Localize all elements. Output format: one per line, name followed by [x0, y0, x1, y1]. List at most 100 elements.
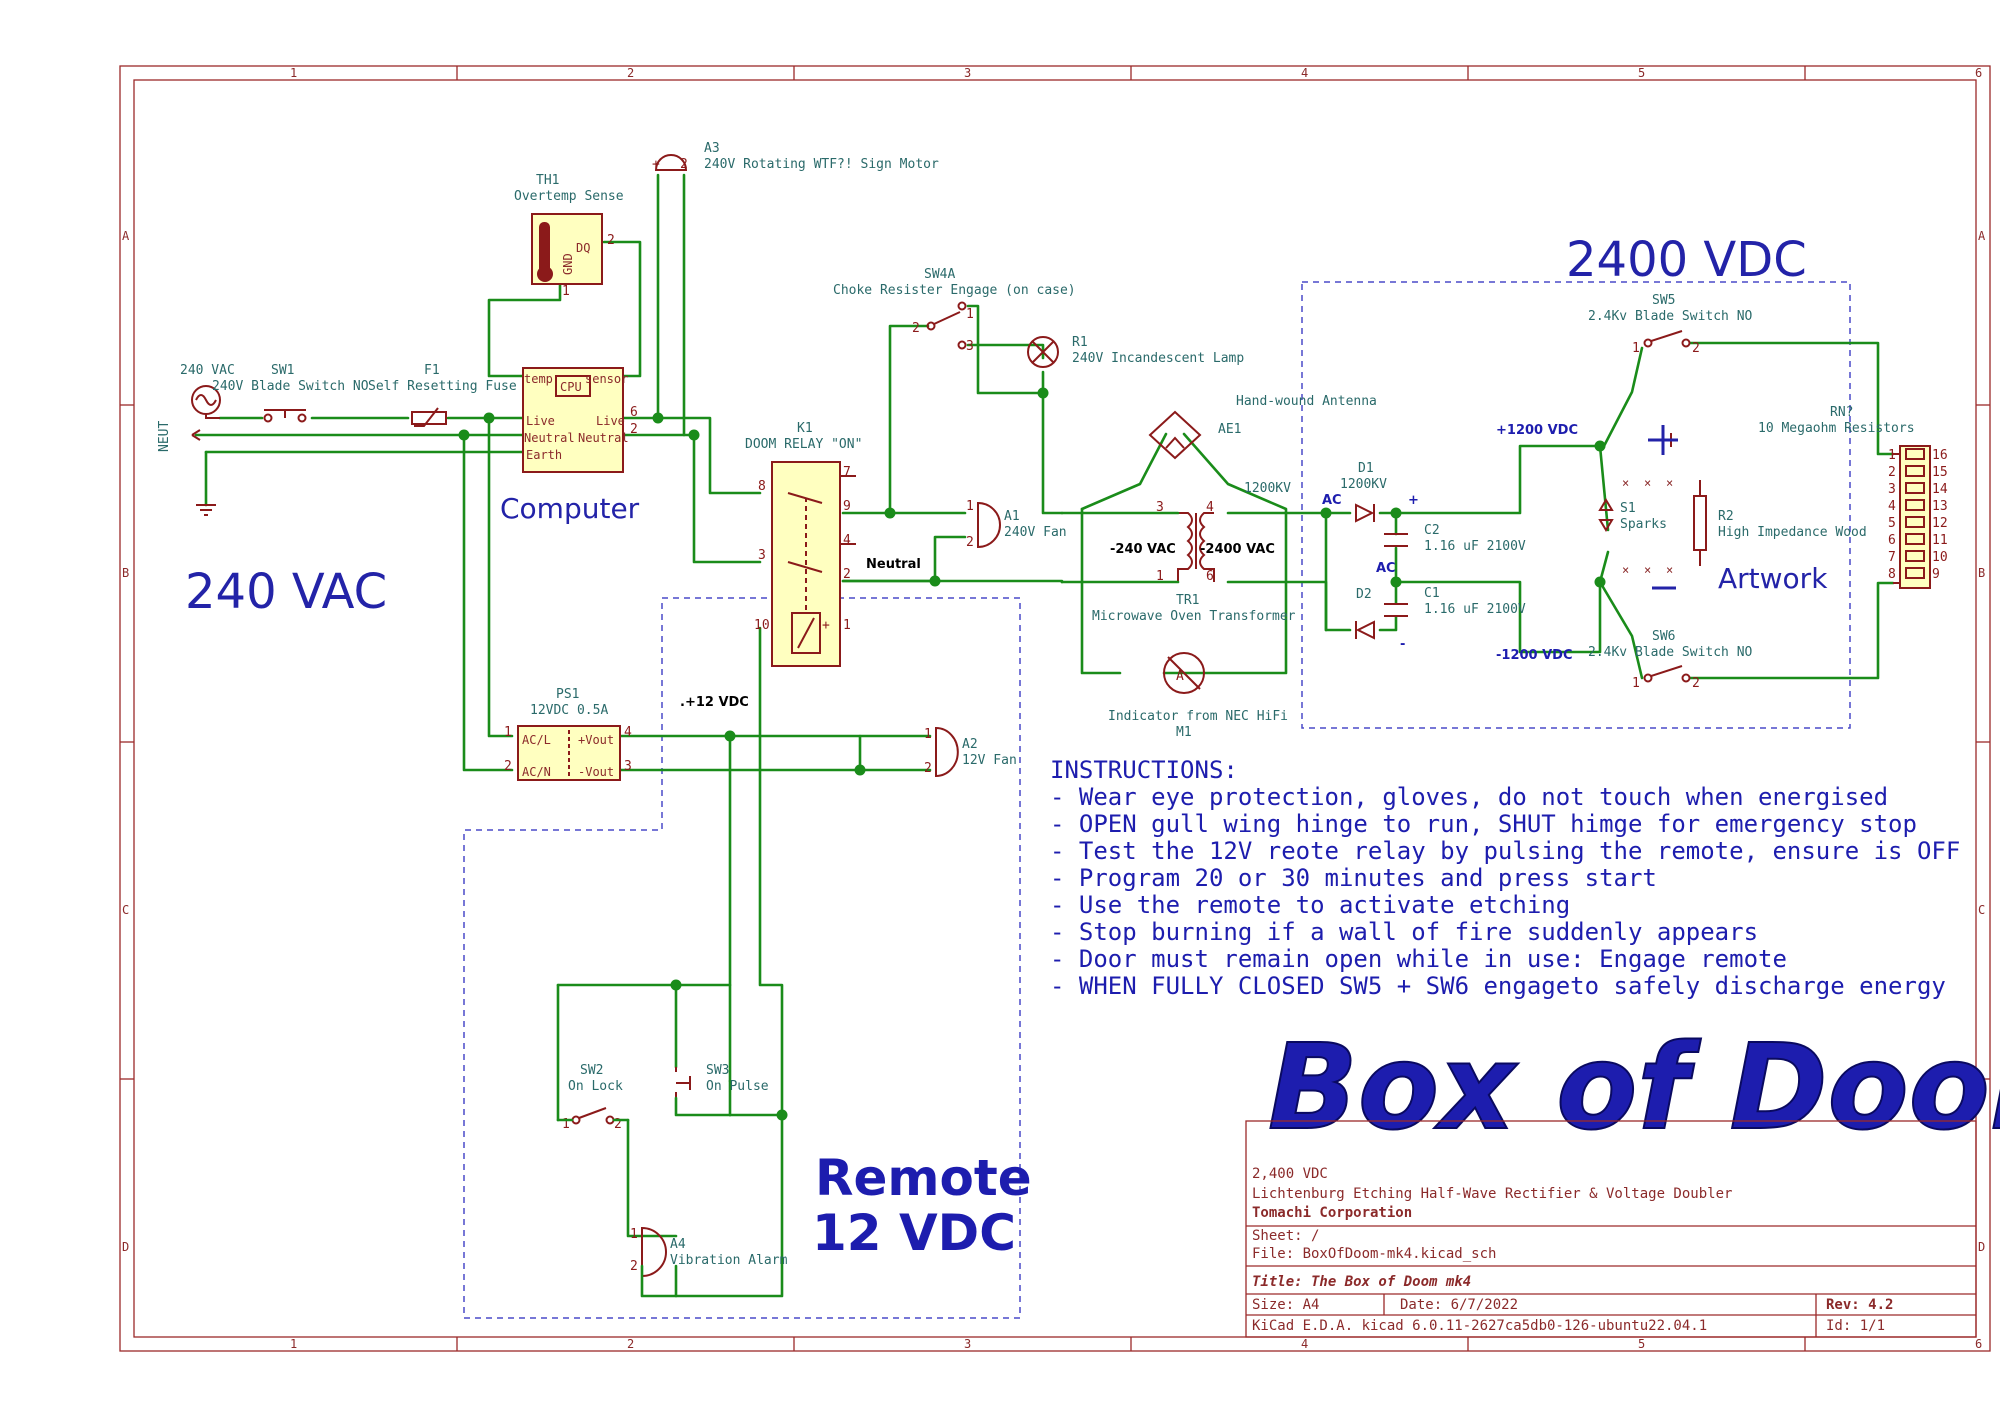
instruction-line: - Wear eye protection, gloves, do not to… — [1050, 783, 1888, 811]
col-2: 2 — [627, 66, 634, 80]
instruction-line: - Door must remain open while in use: En… — [1050, 945, 1787, 973]
d2-diode: D2 AC — [1355, 561, 1396, 640]
computer-title: Computer — [500, 492, 640, 525]
tb-line1: 2,400 VDC — [1252, 1166, 1328, 1182]
d1-ref: D1 — [1358, 461, 1374, 476]
tb-id: Id: 1/1 — [1826, 1318, 1885, 1334]
computer-pin-neutral-left: Neutral — [524, 431, 575, 445]
ps1-value: 12VDC 0.5A — [530, 703, 608, 718]
minus-1200vdc-label: -1200 VDC — [1496, 648, 1573, 663]
sw4a-pin-3: 3 — [966, 339, 974, 354]
sw1-ref: SW1 — [271, 363, 294, 378]
col-6-bottom: 6 — [1975, 1337, 1982, 1351]
net-12vdc-label: .+12 VDC — [680, 695, 749, 710]
computer-pin-live-right: Live — [596, 414, 625, 428]
ps1-pin-2: 2 — [504, 759, 512, 774]
m1-value: Indicator from NEC HiFi — [1108, 709, 1288, 724]
d1-diode: D1 1200KV AC — [1322, 461, 1387, 523]
a2-12v-fan: 1 2 A2 12V Fan — [924, 726, 1017, 778]
a4-value: Vibration Alarm — [670, 1253, 788, 1268]
sw5-pin-2: 2 — [1692, 341, 1700, 356]
rn-pin-right: 9 — [1932, 567, 1940, 582]
computer-pin-2: 2 — [630, 422, 638, 437]
col-2-bottom: 2 — [627, 1337, 634, 1351]
d2-ref: D2 — [1356, 587, 1372, 602]
ps1-pin-1: 1 — [504, 725, 512, 740]
tr1-ref: TR1 — [1176, 593, 1199, 608]
a4-ref: A4 — [670, 1237, 686, 1252]
k1-pin-plus: + — [822, 618, 830, 633]
computer-cpu-label: CPU — [560, 380, 582, 394]
rn-pin-right: 12 — [1932, 516, 1948, 531]
a3-pin-2: 2 — [680, 157, 688, 172]
rn-resistor-element — [1905, 482, 1925, 494]
th1-overtemp-sensor: TH1 Overtemp Sense DQ GND 2 1 — [514, 173, 624, 299]
earth-ground-icon — [196, 504, 216, 516]
c1-capacitor: C1 1.16 uF 2100V - — [1384, 586, 1526, 652]
sw5-pin-1: 1 — [1632, 341, 1640, 356]
k1-ref: K1 — [797, 421, 813, 436]
k1-doom-relay: K1 DOOM RELAY "ON" 8 3 10 7 9 4 2 1 + — [745, 421, 862, 667]
row-c-right: C — [1978, 903, 1985, 917]
ps1-pin-vminus: -Vout — [578, 765, 614, 779]
th1-pin-2: 2 — [607, 233, 615, 248]
tb-kicad: KiCad E.D.A. kicad 6.0.11-2627ca5db0-126… — [1252, 1318, 1707, 1334]
remote-label-line1: Remote — [815, 1149, 1032, 1207]
sw3-on-pulse: SW3 On Pulse — [674, 1063, 769, 1117]
r1-value: 240V Incandescent Lamp — [1072, 351, 1244, 366]
tb-title: Title: The Box of Doom mk4 — [1252, 1274, 1471, 1290]
col-4-bottom: 4 — [1301, 1337, 1308, 1351]
artwork-block: ××× ××× S1 Sparks R2 High Impedance Wood… — [1598, 425, 1867, 595]
c2-capacitor: C2 1.16 uF 2100V + — [1384, 493, 1526, 554]
rn-resistor-element — [1905, 499, 1925, 511]
minus-small: - — [1400, 637, 1405, 652]
sw4a-pin-1: 1 — [966, 307, 974, 322]
rn-pin-left: 2 — [1888, 465, 1896, 480]
a4-pin-1: 1 — [630, 1227, 638, 1242]
sw2-pin-1: 1 — [562, 1117, 570, 1132]
d1-value: 1200KV — [1340, 477, 1387, 492]
a3-sign-motor: + 2 A3 240V Rotating WTF?! Sign Motor — [652, 141, 939, 172]
sw6-pin-2: 2 — [1692, 676, 1700, 691]
a2-value: 12V Fan — [962, 753, 1017, 768]
rn-pin-left: 4 — [1888, 499, 1896, 514]
k1-pin-7: 7 — [843, 465, 851, 480]
col-3: 3 — [964, 66, 971, 80]
tr1-pin-3: 3 — [1156, 500, 1164, 515]
sw2-pin-2: 2 — [614, 1117, 622, 1132]
plus-1200vdc-label: +1200 VDC — [1496, 423, 1578, 438]
rn-pin-left: 8 — [1888, 567, 1896, 582]
s1-value: Sparks — [1620, 517, 1667, 532]
a2-ref: A2 — [962, 737, 978, 752]
tr1-secondary-label: -2400 VAC — [1200, 542, 1275, 557]
rn-resistor-element — [1905, 567, 1925, 579]
sw6-pin-1: 1 — [1632, 676, 1640, 691]
mains-240vac-label: 240 VAC — [185, 564, 387, 620]
th1-pin-1: 1 — [562, 284, 570, 299]
svg-text:×: × — [1622, 563, 1629, 577]
row-a-right: A — [1978, 229, 1986, 243]
sw4a-pin-2: 2 — [912, 321, 920, 336]
row-c: C — [122, 903, 129, 917]
sine-icon — [195, 394, 217, 406]
r1-incandescent-lamp: R1 240V Incandescent Lamp — [1027, 335, 1244, 368]
ps1-pin-acl: AC/L — [522, 733, 551, 747]
col-5-bottom: 5 — [1638, 1337, 1645, 1351]
sw4a-value: Choke Resister Engage (on case) — [833, 283, 1076, 298]
k1-pin-3: 3 — [758, 548, 766, 563]
neutral-terminal: NEUT — [157, 421, 201, 452]
sw3-ref: SW3 — [706, 1063, 729, 1078]
rn-pin-right: 13 — [1932, 499, 1948, 514]
a3-pin-plus: + — [652, 157, 660, 172]
tb-company: Tomachi Corporation — [1252, 1205, 1412, 1221]
junction-dots — [458, 387, 1606, 1121]
sw6-blade-switch: SW6 2.4Kv Blade Switch NO 1 2 — [1588, 629, 1753, 691]
r2-ref: R2 — [1718, 509, 1734, 524]
ac-top-label: AC — [1322, 493, 1342, 508]
rn-value: 10 Megaohm Resistors — [1758, 421, 1915, 436]
svg-text:×: × — [1666, 563, 1673, 577]
svg-text:×: × — [1644, 563, 1651, 577]
th1-ref: TH1 — [536, 173, 559, 188]
